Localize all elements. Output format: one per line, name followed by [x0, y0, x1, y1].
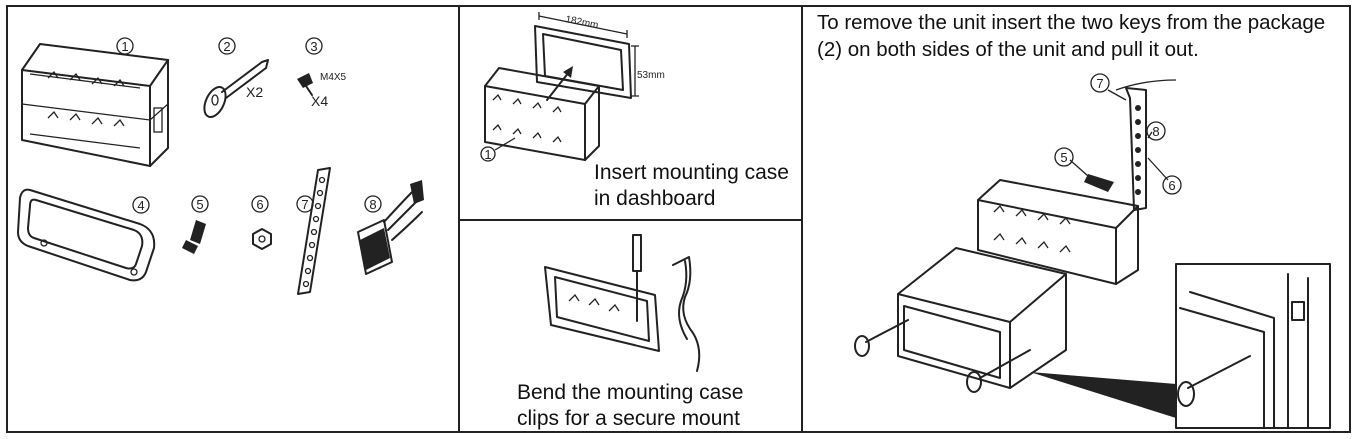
svg-text:6: 6 [1168, 178, 1175, 193]
diagram-frame [6, 5, 1351, 433]
svg-text:5: 5 [196, 197, 203, 212]
svg-text:7: 7 [301, 197, 308, 212]
callout-4: 4 [132, 196, 150, 214]
svg-text:5: 5 [1060, 150, 1067, 165]
bend-caption-line2: clips for a secure mount [517, 407, 740, 430]
release-key-illustration [203, 59, 269, 118]
callout-5: 5 [191, 195, 209, 213]
insert-callout-circle [480, 146, 496, 162]
divider-middle [458, 219, 803, 221]
svg-text:6: 6 [256, 197, 263, 212]
svg-text:7: 7 [1096, 76, 1103, 91]
remove-callout-8 [1146, 121, 1166, 141]
svg-text:2: 2 [223, 39, 230, 54]
screw-size-label: M4X5 [320, 72, 347, 83]
mounting-sleeve-illustration [21, 43, 169, 167]
remove-callout-5 [1054, 147, 1074, 167]
callout-2: 2 [218, 37, 236, 55]
qty-screws-label: X4 [311, 93, 328, 109]
insert-caption-line1: Insert mounting case [594, 161, 789, 184]
callout-8: 8 [364, 195, 382, 213]
width-dimension: 182mm [564, 14, 599, 31]
removal-instruction: To remove the unit insert the two keys f… [817, 11, 1326, 61]
svg-text:4: 4 [137, 198, 144, 213]
bolt-illustration [182, 220, 206, 254]
height-dimension: 53mm [637, 70, 665, 81]
remove-callout-6 [1162, 175, 1182, 195]
insert-illustration: 182mm 53mm 1 [480, 12, 665, 162]
callout-1-label: 1 [121, 39, 128, 54]
nut-illustration [252, 228, 272, 250]
bend-caption-line1: Bend the mounting case [517, 381, 744, 404]
callout-3: 3 [305, 37, 323, 55]
screw-illustration [297, 73, 313, 96]
parts-panel: 1 2 X2 3 M4X5 X4 4 5 [17, 37, 424, 295]
svg-text:3: 3 [310, 39, 317, 54]
perforated-strap-illustration [297, 167, 331, 295]
insert-caption-line2: in dashboard [594, 187, 716, 210]
connector-illustration [357, 180, 424, 275]
removal-illustration: 7 5 8 6 [854, 73, 1331, 429]
callout-7: 7 [296, 195, 314, 213]
remove-callout-7 [1090, 73, 1110, 93]
svg-text:8: 8 [369, 197, 376, 212]
callout-6: 6 [251, 195, 269, 213]
callout-1: 1 [116, 37, 134, 55]
qty-keys-label: X2 [246, 84, 263, 100]
trim-frame-illustration [17, 188, 156, 282]
svg-text:8: 8 [1152, 124, 1159, 139]
bend-illustration [544, 234, 701, 372]
insert-callout-label: 1 [484, 147, 491, 162]
